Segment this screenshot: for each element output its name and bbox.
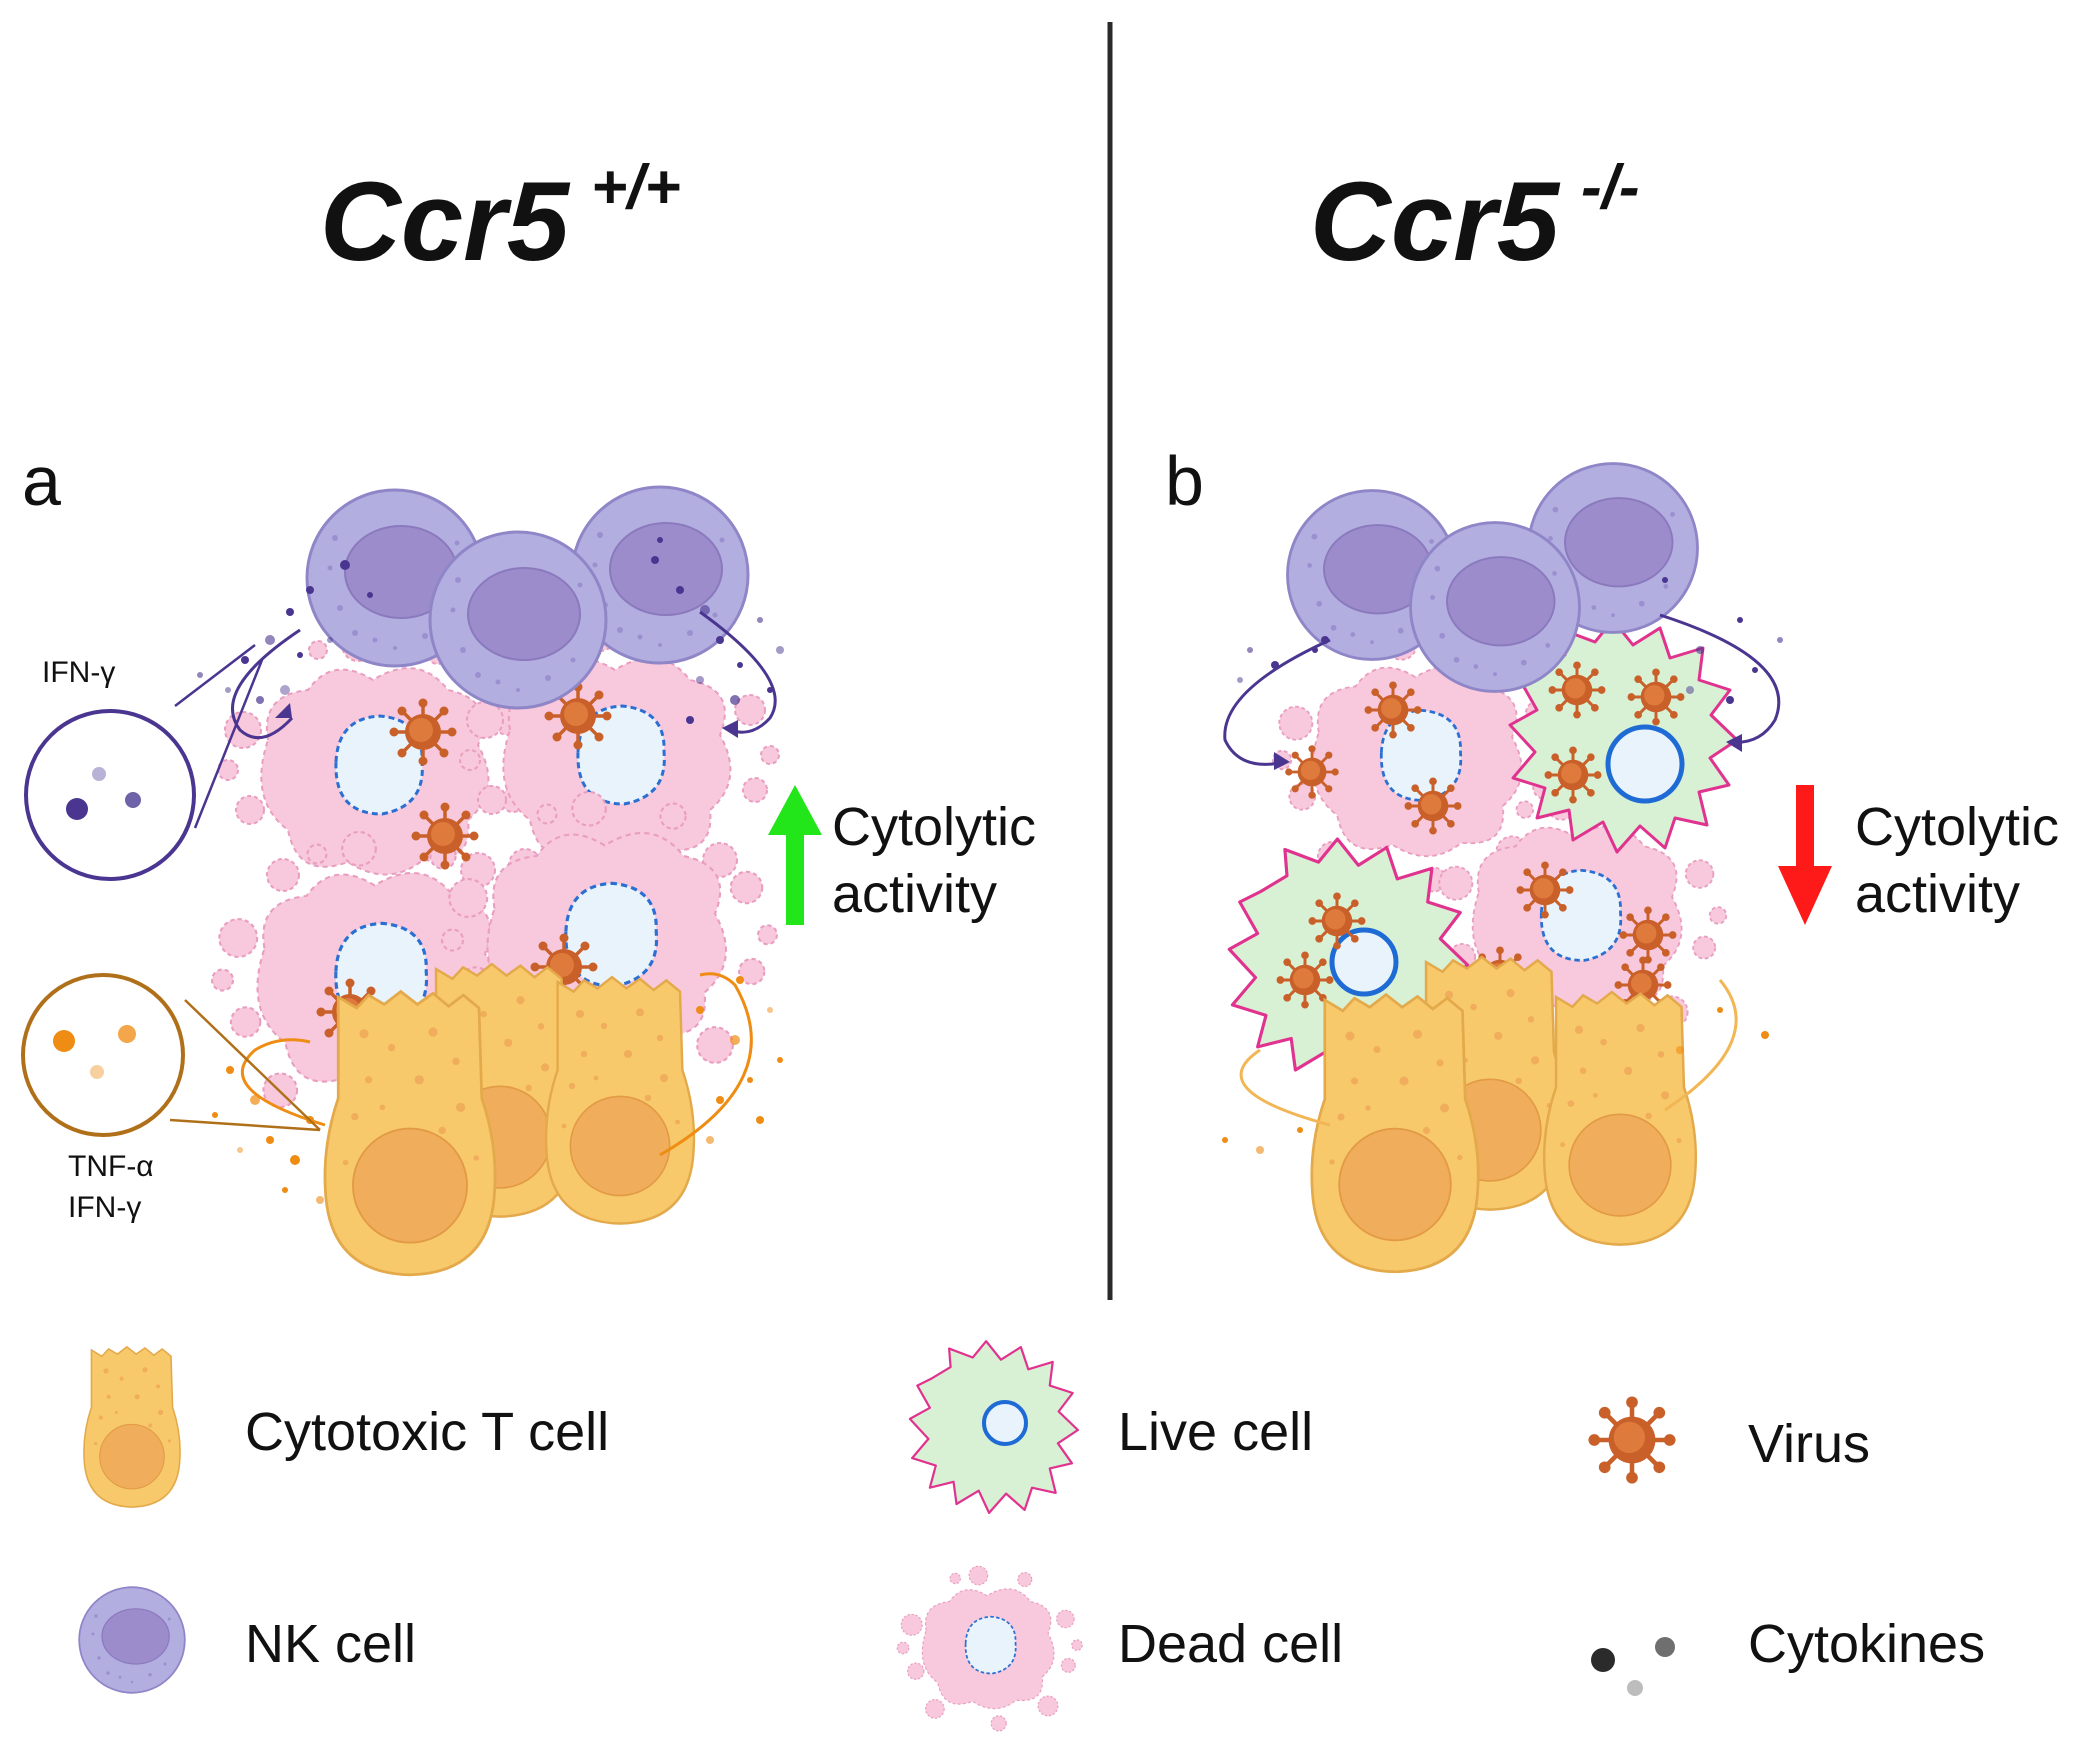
legend-nk-cell-label: NK cell — [245, 1614, 416, 1674]
right-panel-illustration: Cytolytic activity — [1222, 462, 2059, 1274]
ifn-cytokine-cloud — [197, 537, 784, 724]
left-activity-label: activity — [832, 864, 997, 924]
legend-cytotoxic-t-cell-label: Cytotoxic T cell — [245, 1402, 609, 1462]
live-cell-nucleus — [1605, 724, 1685, 804]
legend-dead-cell-icon — [896, 1565, 1084, 1732]
virus — [1283, 743, 1341, 801]
legend-nk-cell-icon — [78, 1586, 186, 1694]
virus — [1403, 776, 1463, 836]
tnf-zoom-circle — [21, 973, 185, 1137]
cytolytic-activity-up-arrow — [768, 785, 822, 925]
live-cell-nucleus — [1329, 927, 1399, 997]
legend-live-cell-label: Live cell — [1118, 1402, 1313, 1462]
tnf-cytokine-cloud — [1222, 1007, 1769, 1154]
cytolytic-activity-down-arrow — [1778, 785, 1832, 925]
legend-virus-label: Virus — [1748, 1414, 1870, 1474]
ifn-zoom-line-bottom — [193, 659, 264, 829]
virus — [409, 800, 481, 872]
virus — [1543, 745, 1603, 805]
tnf-alpha-label: TNF-α — [68, 1150, 154, 1183]
cytokine-dot-icon — [92, 767, 106, 781]
tnf-arrow-right — [1664, 979, 1738, 1112]
virus — [1618, 905, 1678, 965]
cytokine-dot-icon — [53, 1030, 75, 1052]
cytokine-dot-icon — [118, 1025, 136, 1043]
tnf-ifn-gamma-label: IFN-γ — [68, 1191, 141, 1224]
cytotoxic-t-cell — [1310, 993, 1480, 1274]
left-cytolytic-label: Cytolytic — [832, 797, 1036, 857]
ifn-arrowhead-left — [1274, 752, 1290, 770]
ifn-gamma-label: IFN-γ — [42, 656, 115, 689]
ifn-arrowhead-right — [1726, 734, 1742, 752]
virus — [1515, 860, 1575, 920]
right-activity-label: activity — [1855, 864, 2020, 924]
cytokine-dot-icon — [90, 1065, 104, 1079]
nk-cell — [428, 530, 608, 710]
cytotoxic-t-cell — [544, 976, 696, 1225]
cytokine-dot-icon — [66, 798, 88, 820]
cytotoxic-t-cell — [323, 990, 497, 1277]
ifn-arrow-right — [699, 610, 777, 734]
ifn-zoom-line-top — [174, 644, 256, 707]
ifn-arrow-right — [1659, 613, 1781, 744]
nk-cell — [1409, 521, 1581, 693]
virus — [1547, 660, 1607, 720]
left-panel-illustration: IFN-γ TNF-α IFN-γ Cytolytic activity — [21, 485, 1036, 1277]
left-panel-title: Ccr5+/+ — [320, 153, 681, 284]
tnf-cytokine-cloud — [212, 976, 783, 1204]
cytotoxic-t-cell — [1542, 990, 1698, 1246]
tnf-zoom-line-top — [184, 999, 321, 1131]
legend-live-cell-nucleus — [982, 1400, 1028, 1446]
right-cytolytic-label: Cytolytic — [1855, 797, 2059, 857]
virus — [1363, 680, 1423, 740]
tnf-arrow-right — [659, 972, 753, 1157]
legend-cytotoxic-t-cell-icon — [83, 1346, 181, 1508]
legend-cytokines-icon — [1591, 1637, 1675, 1696]
virus — [387, 696, 459, 768]
ifn-arrowhead-left — [275, 703, 292, 718]
virus — [1307, 891, 1367, 951]
panel-letter-b: b — [1165, 442, 1204, 520]
cytokine-dot-icon — [125, 792, 141, 808]
legend-cytokines-label: Cytokines — [1748, 1614, 1985, 1674]
panel-letter-a: a — [22, 442, 61, 520]
right-panel-title: Ccr5-/- — [1310, 153, 1640, 284]
legend: Cytotoxic T cell NK cell Live cell Dead … — [78, 1340, 1985, 1732]
legend-dead-cell-label: Dead cell — [1118, 1614, 1343, 1674]
ifn-zoom-circle — [24, 709, 196, 881]
ifn-arrowhead-right — [722, 720, 738, 738]
virus — [1626, 667, 1686, 727]
ifn-arrow-left — [1223, 638, 1331, 766]
tnf-zoom-line-bottom — [169, 1118, 321, 1132]
legend-virus-icon — [1588, 1396, 1675, 1483]
ifn-cytokine-cloud — [1237, 577, 1783, 704]
tnf-arrow-left — [1239, 1048, 1331, 1127]
